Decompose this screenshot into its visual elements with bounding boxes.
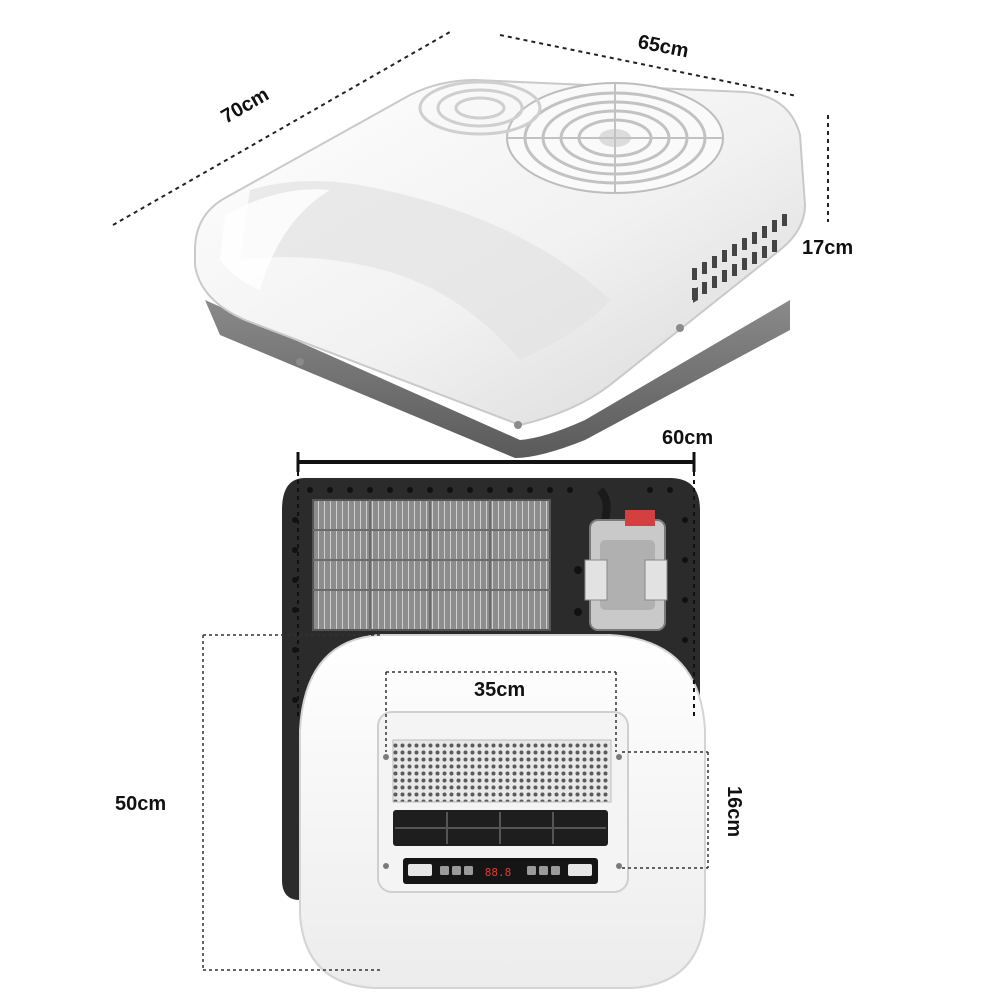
dimension-line-length: [112, 31, 451, 226]
mode-button[interactable]: [452, 866, 461, 875]
condenser-coil: [312, 499, 551, 631]
power-button[interactable]: [440, 866, 449, 875]
dimension-lines-bottom: [202, 452, 709, 971]
dimension-label-panel-width: 35cm: [474, 679, 526, 701]
vent-slots: [692, 214, 787, 300]
dimension-label-panel-height: 16cm: [723, 786, 745, 838]
shell-ridge: [240, 181, 610, 360]
condenser-fan-grille: [506, 82, 724, 194]
temp-up-button[interactable]: [527, 866, 536, 875]
control-strip: [403, 858, 598, 884]
dimension-label-base-width: 60cm: [662, 427, 714, 449]
base-plate-holes: [292, 487, 688, 703]
left-indicator[interactable]: [408, 864, 432, 876]
dimension-label-base-length: 50cm: [115, 793, 167, 815]
screw: [296, 358, 304, 366]
coil-frame-lines: [313, 500, 550, 630]
display-readout: 88.8: [485, 866, 512, 879]
dimension-line-base-length: [202, 634, 380, 971]
screw: [383, 754, 389, 760]
screw: [616, 863, 622, 869]
dimension-lines-top: [112, 31, 829, 226]
screw: [676, 324, 684, 332]
temp-down-button[interactable]: [539, 866, 548, 875]
shell-highlight: [220, 189, 330, 290]
dimension-line-width: [499, 34, 798, 97]
right-indicator[interactable]: [568, 864, 592, 876]
fan-button[interactable]: [464, 866, 473, 875]
air-outlet-louvers: [395, 812, 606, 844]
screw: [514, 421, 522, 429]
timer-button[interactable]: [551, 866, 560, 875]
dimension-line-panel-width: [385, 671, 617, 752]
screw: [616, 754, 622, 760]
dimension-line-panel-height: [622, 751, 709, 869]
screw: [383, 863, 389, 869]
return-air-grille: [392, 739, 612, 803]
dimension-line-base-width: [296, 452, 696, 720]
compressor: [584, 487, 668, 631]
dimension-label-height: 17cm: [802, 237, 854, 259]
shell-rim: [205, 300, 790, 458]
rooftop-unit: [194, 78, 807, 458]
base-assembly: 88.8: [282, 478, 706, 989]
intake-grille: [418, 80, 542, 136]
